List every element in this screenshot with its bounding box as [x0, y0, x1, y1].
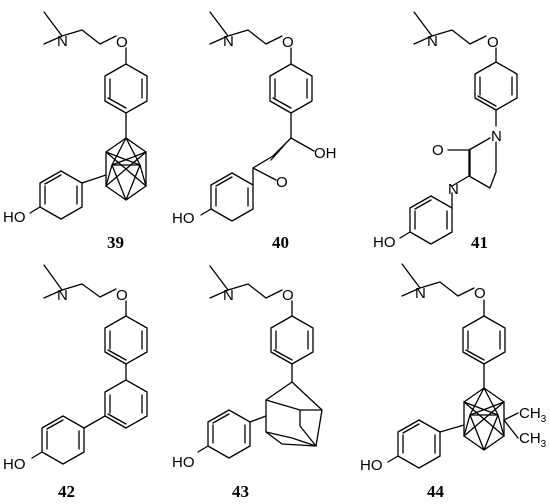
- compound-label: 41: [471, 233, 488, 252]
- atom-n: N: [223, 287, 234, 304]
- atom-n1: N: [491, 128, 502, 145]
- atom-ho: HO: [172, 454, 195, 471]
- atom-n: N: [57, 33, 68, 50]
- atom-n: N: [223, 33, 234, 50]
- atom-n: N: [427, 33, 438, 50]
- atom-urea-o: O: [432, 142, 444, 159]
- atom-ho: HO: [373, 234, 396, 251]
- atom-ch3-lower: CH3: [519, 430, 547, 450]
- atom-ho: HO: [3, 456, 26, 473]
- compound-label: 42: [58, 482, 75, 501]
- atom-o: O: [116, 34, 128, 51]
- compound-label: 40: [272, 233, 289, 252]
- atom-oh: OH: [314, 145, 337, 162]
- atom-ho: HO: [3, 209, 26, 226]
- compound-41: N O N O N HO 41: [373, 11, 518, 252]
- atom-ho: HO: [360, 457, 383, 474]
- atom-n2: N: [448, 181, 459, 198]
- atom-o: O: [282, 34, 294, 51]
- compound-label: 43: [232, 482, 249, 501]
- compound-44: N O CH3 CH3 HO 44: [360, 263, 547, 501]
- atom-ch3-upper: CH3: [519, 405, 547, 425]
- compound-40: N O OH O HO 40: [172, 11, 337, 252]
- atom-ho: HO: [172, 210, 195, 227]
- compound-42: N O HO 42: [3, 264, 148, 501]
- atom-n: N: [57, 287, 68, 304]
- atom-keto-o: O: [276, 174, 288, 191]
- compound-39: N O HO 39: [3, 11, 148, 252]
- atom-o: O: [487, 34, 499, 51]
- atom-o: O: [282, 287, 294, 304]
- atom-n: N: [415, 285, 426, 302]
- compound-43: N O HO 43: [172, 265, 323, 501]
- atom-o: O: [116, 287, 128, 304]
- atom-o: O: [474, 285, 486, 302]
- compound-label: 39: [107, 233, 124, 252]
- compound-label: 44: [427, 482, 445, 501]
